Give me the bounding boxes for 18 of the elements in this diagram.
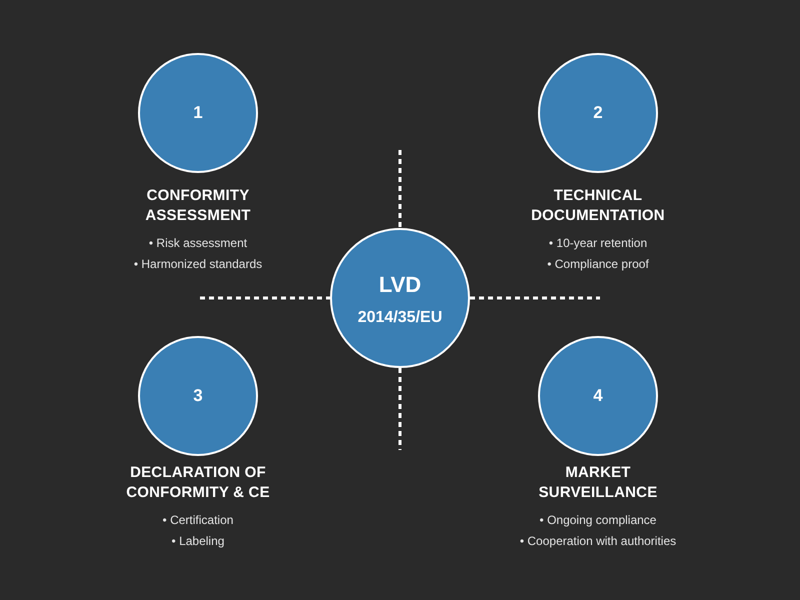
bullet-point-text: • Cooperation with authorities	[520, 532, 676, 550]
step-heading: MARKET SURVEILLANCE	[538, 463, 658, 503]
step-number: 4	[593, 386, 603, 406]
step-number: 3	[193, 386, 203, 406]
bullet-point-text: • Ongoing compliance	[540, 512, 656, 529]
step-heading: CONFORMITY ASSESSMENT	[144, 186, 252, 226]
bullet-point-text: • Compliance proof	[547, 256, 649, 272]
step-heading: TECHNICAL DOCUMENTATION	[530, 186, 666, 226]
bullet-point-text: • Certification	[162, 512, 234, 529]
hub-subtitle: 2014/35/EU	[358, 308, 442, 328]
bullet-point-text: • Labeling	[172, 532, 224, 550]
step-number: 1	[193, 103, 203, 123]
hub-title: LVD	[378, 272, 422, 298]
bullet-point-text: • 10-year retention	[548, 235, 648, 252]
step-heading: DECLARATION OF CONFORMITY & CE	[125, 463, 271, 503]
bullet-point-text: • Risk assessment	[148, 235, 248, 252]
step-number: 2	[593, 103, 603, 123]
bullet-point-text: • Harmonized standards	[134, 256, 262, 272]
